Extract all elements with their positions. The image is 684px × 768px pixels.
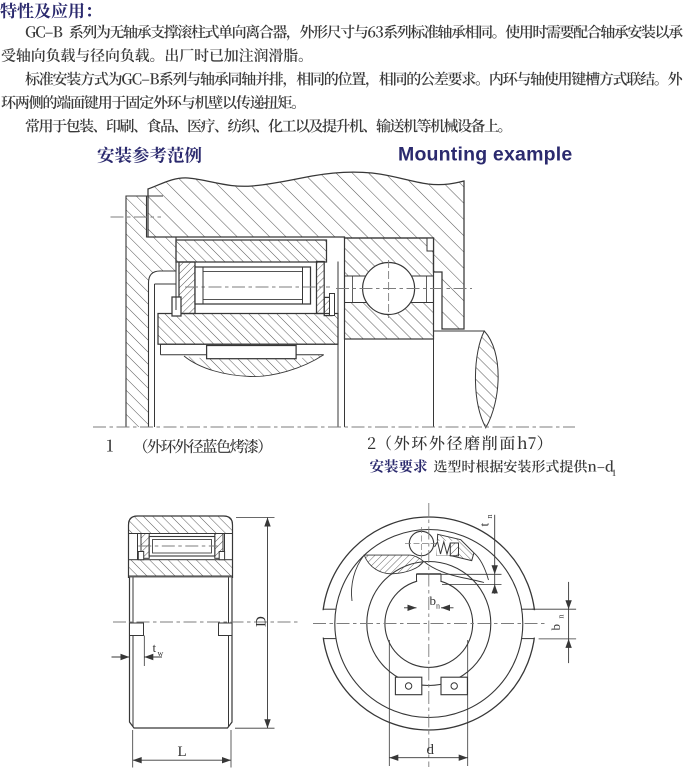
svg-text:b: b — [548, 624, 563, 631]
svg-text:n: n — [557, 615, 566, 619]
svg-text:w: w — [158, 649, 164, 658]
svg-text:d: d — [427, 742, 435, 758]
svg-text:n: n — [485, 515, 494, 519]
svg-text:L: L — [178, 744, 187, 760]
svg-text:D: D — [254, 616, 270, 627]
svg-text:t: t — [477, 523, 492, 527]
svg-text:Mounting example: Mounting example — [398, 144, 572, 166]
svg-text:t: t — [153, 640, 157, 655]
svg-text:n: n — [436, 602, 440, 611]
svg-text:b: b — [430, 593, 437, 608]
